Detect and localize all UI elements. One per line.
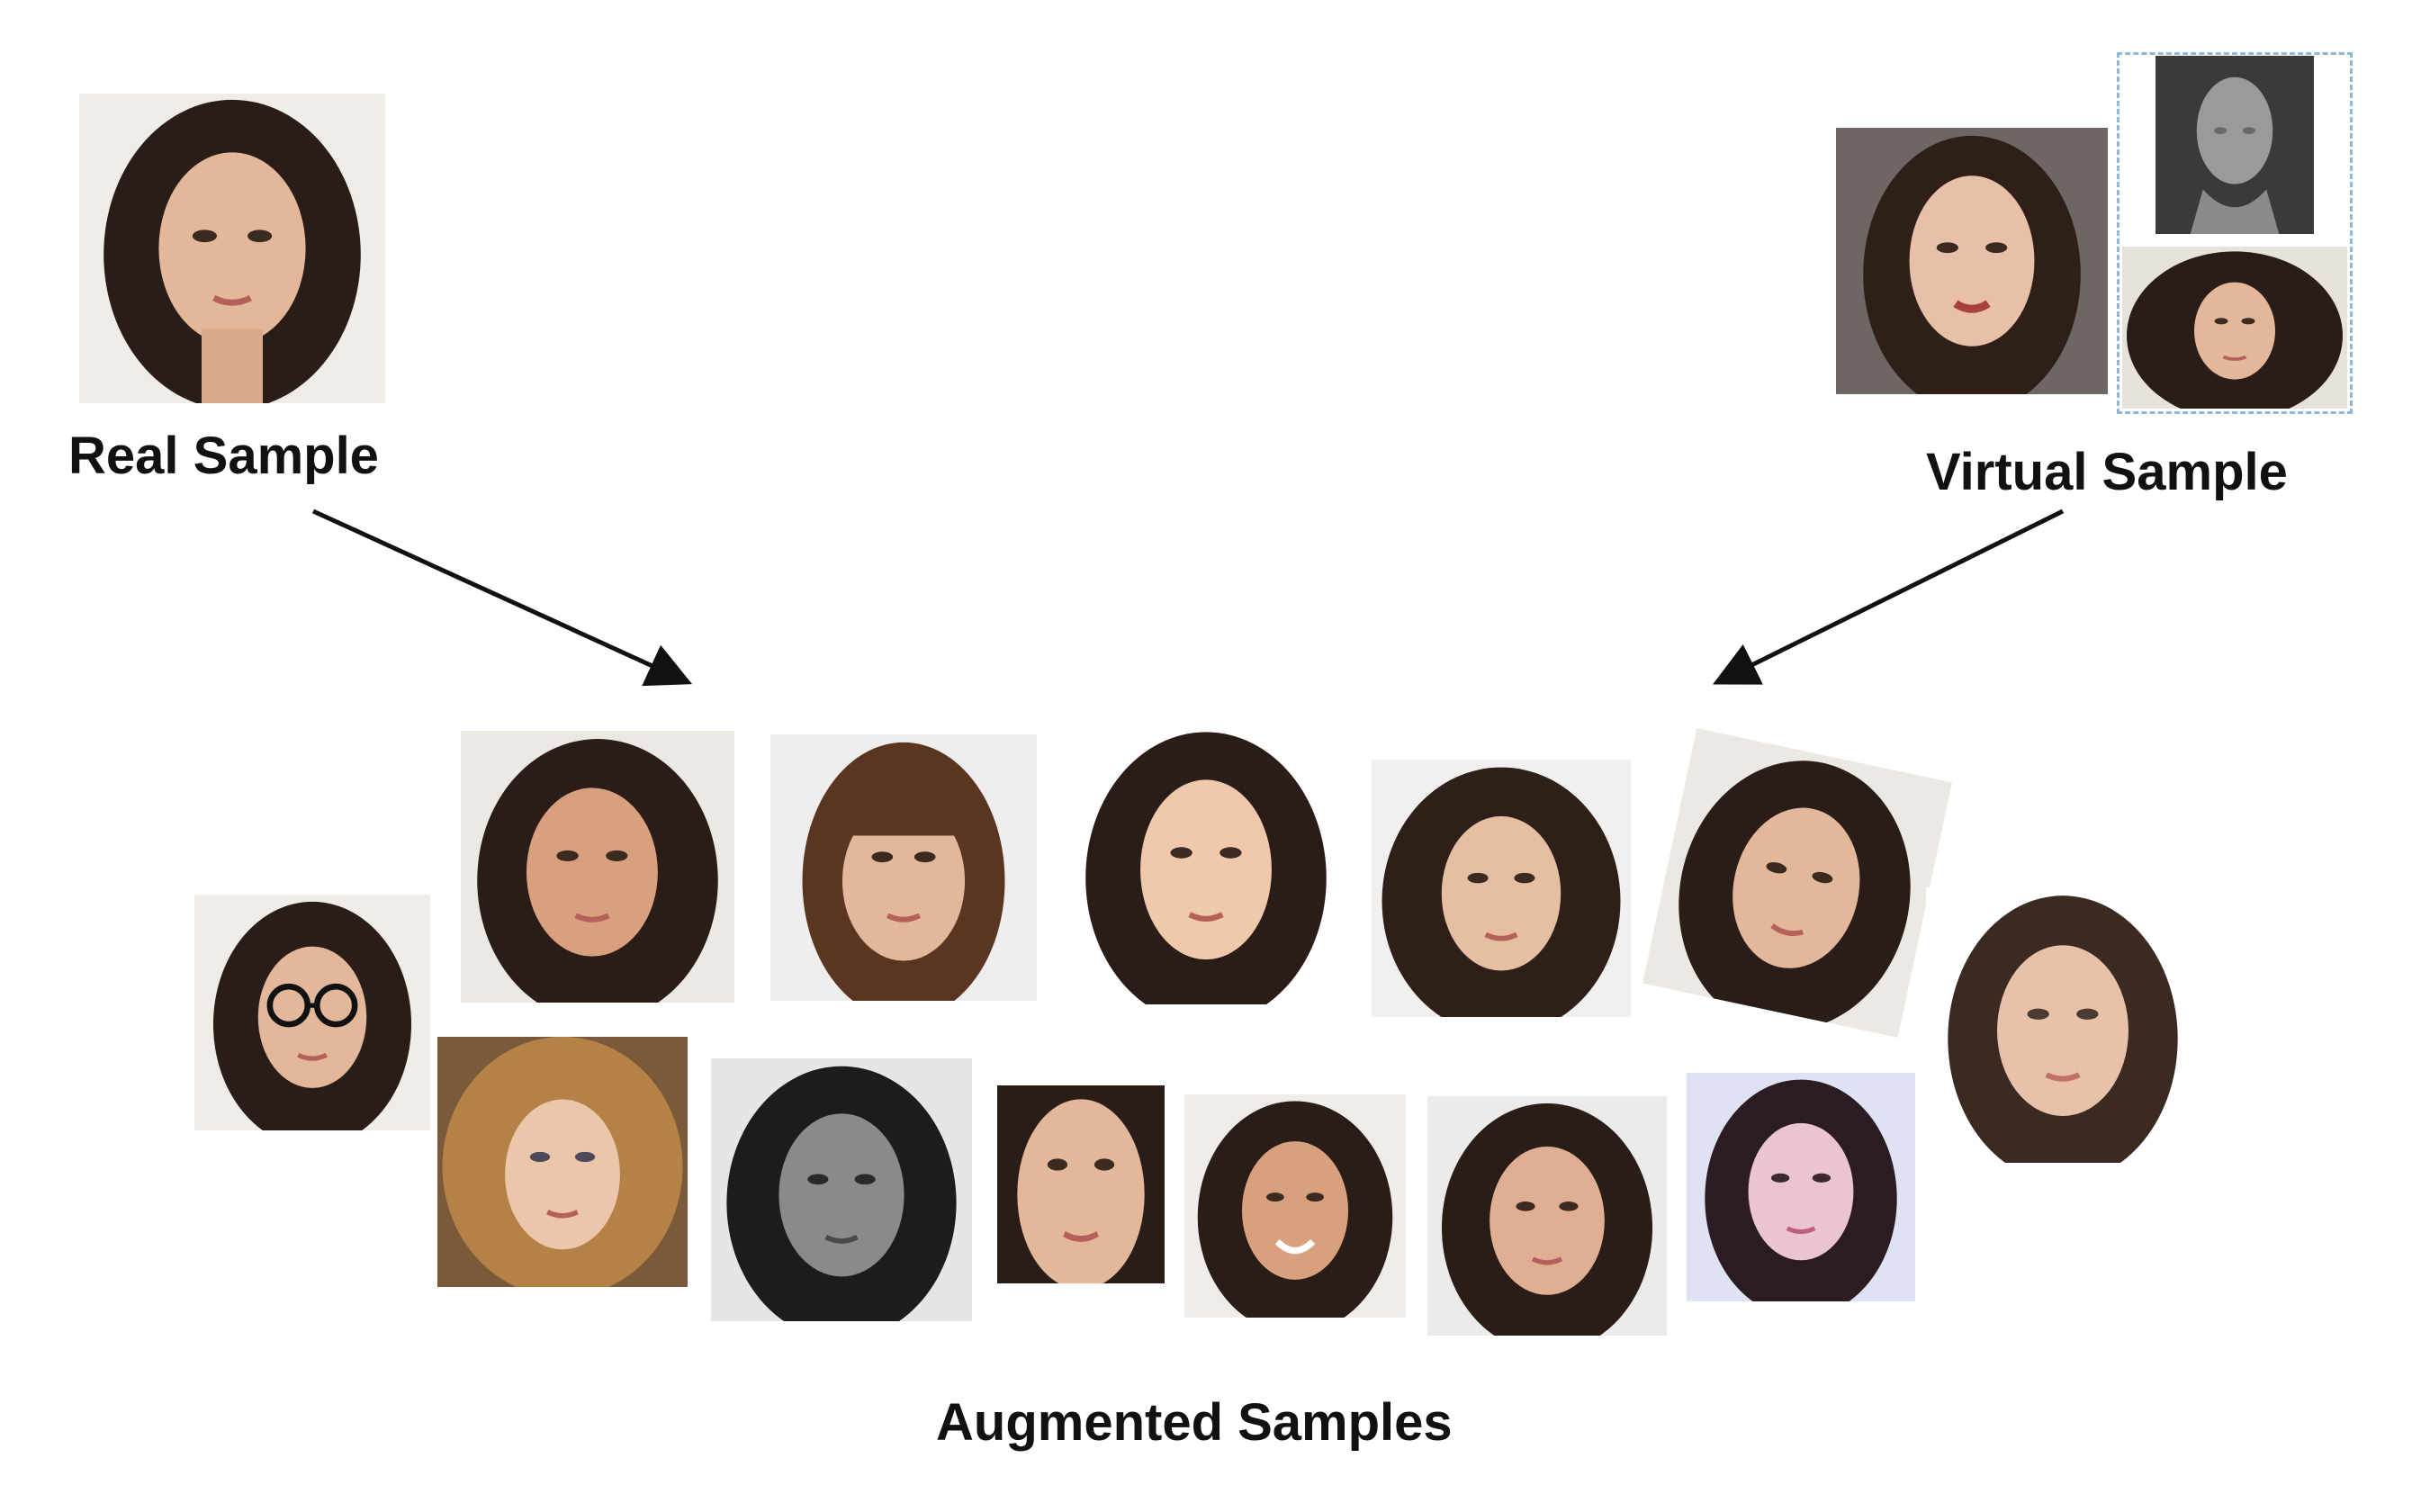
3d-head-icon bbox=[2156, 56, 2314, 234]
augmented-sample-5-rotated bbox=[1642, 728, 1952, 1038]
face-photo-icon bbox=[1427, 1096, 1667, 1336]
augmented-sample-glasses bbox=[194, 895, 430, 1130]
face-photo-icon bbox=[1836, 128, 2108, 394]
face-photo-icon bbox=[1687, 1073, 1915, 1301]
face-photo-icon bbox=[1926, 887, 2200, 1163]
augmented-samples-label: Augmented Samples bbox=[936, 1393, 1453, 1452]
face-photo-icon bbox=[1184, 1094, 1406, 1318]
real-sample-photo bbox=[79, 94, 385, 403]
augmented-sample-blonde bbox=[437, 1037, 688, 1287]
virtual-source-group bbox=[2117, 52, 2353, 414]
face-photo-icon bbox=[1069, 724, 1343, 1004]
virtual-source-photo bbox=[2122, 247, 2347, 409]
virtual-sample-label: Virtual Sample bbox=[1926, 443, 2288, 501]
augmented-sample-grayscale bbox=[711, 1058, 972, 1321]
face-photo-icon bbox=[194, 895, 430, 1130]
arrow-virtual-to-augmented bbox=[1713, 508, 2065, 685]
augmented-sample-1 bbox=[461, 731, 734, 1003]
face-photo-icon bbox=[997, 1085, 1165, 1283]
virtual-render-photo bbox=[1836, 128, 2108, 394]
augmented-sample-blurred bbox=[1926, 887, 2200, 1163]
face-photo-icon bbox=[2122, 247, 2347, 409]
face-photo-icon bbox=[437, 1037, 688, 1287]
face-photo-icon bbox=[1642, 728, 1952, 1038]
3d-head-model bbox=[2156, 56, 2314, 234]
face-photo-icon bbox=[770, 734, 1037, 1001]
real-sample-label: Real Sample bbox=[68, 427, 379, 485]
augmented-sample-2 bbox=[770, 734, 1037, 1001]
augmented-sample-cropped bbox=[997, 1085, 1165, 1283]
face-photo-icon bbox=[461, 731, 734, 1003]
arrow-real-to-augmented bbox=[311, 508, 693, 687]
augmented-sample-smiling bbox=[1184, 1094, 1406, 1318]
face-photo-icon bbox=[79, 94, 385, 403]
augmented-sample-4 bbox=[1372, 760, 1631, 1017]
face-photo-icon bbox=[711, 1058, 972, 1321]
augmented-sample-freckled bbox=[1427, 1096, 1667, 1336]
augmented-sample-3 bbox=[1069, 724, 1343, 1004]
face-photo-icon bbox=[1372, 760, 1631, 1017]
augmented-sample-color-shift bbox=[1687, 1073, 1915, 1301]
